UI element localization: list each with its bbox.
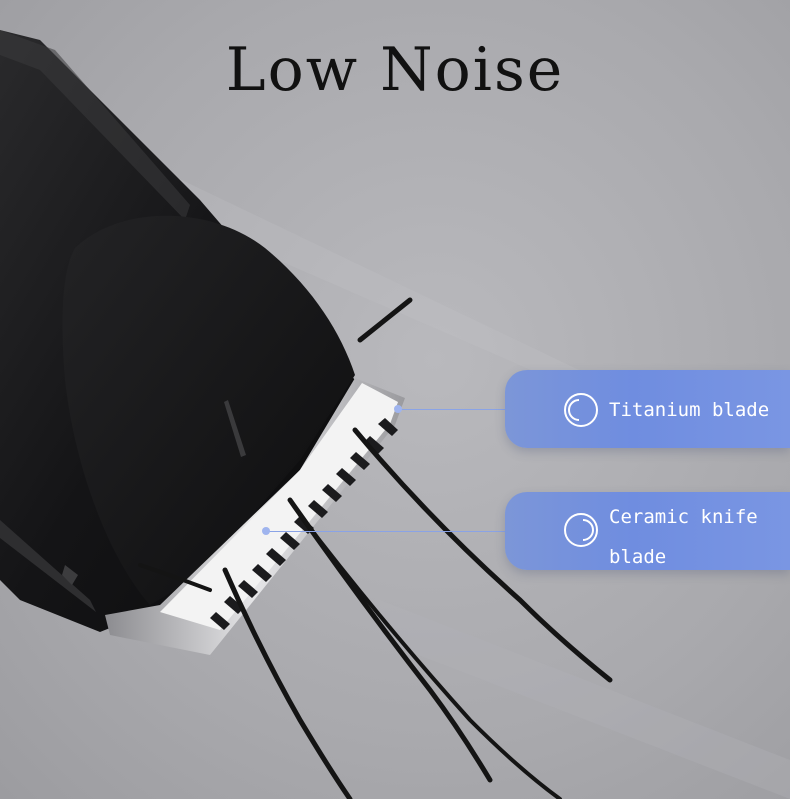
headline: Low Noise [225,35,565,105]
titanium-leader-line [400,409,505,410]
hair-strands [138,297,613,799]
titanium-blade-label: Titanium blade [609,399,770,421]
crescent-ring-icon [564,513,598,547]
ceramic-blade-callout: Ceramic knife blade [505,492,790,570]
ceramic-leader-line [268,531,505,532]
ceramic-blade [160,383,398,630]
ceramic-blade-label: Ceramic knife blade [609,506,758,568]
titanium-blade-callout: Titanium blade [505,370,790,448]
titanium-leader-dot [394,405,402,413]
ceramic-leader-dot [262,527,270,535]
clipper-front-face [62,215,355,605]
blade-teeth [210,418,398,630]
crescent-ring-icon [564,393,598,427]
